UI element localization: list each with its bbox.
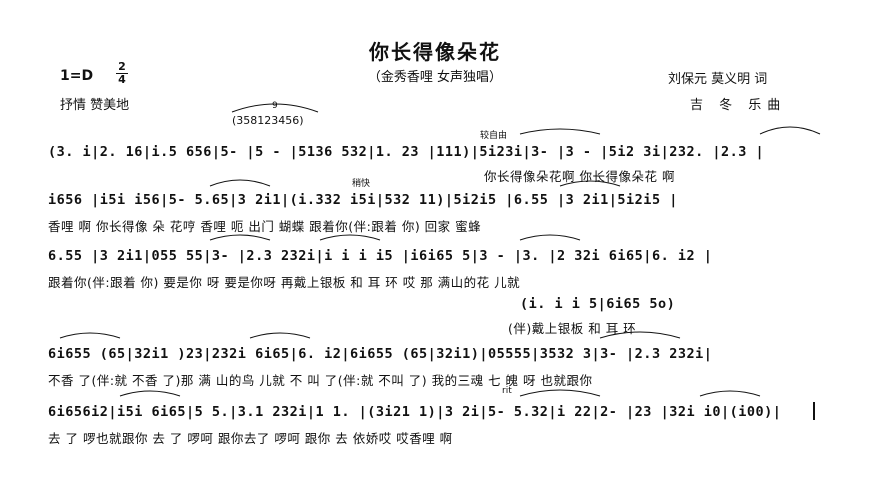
key-signature: 1=D [60, 68, 94, 84]
free-tempo-mark: 较自由 [480, 131, 508, 141]
slur-mark [519, 234, 581, 241]
inner-phrase-label: (358123456) [232, 114, 304, 127]
lyricist-credit: 刘保元 莫义明 词 [668, 72, 768, 87]
lyric-row-6: 去 了 啰也就跟你 去 了 啰呵 跟你去了 啰呵 跟你 去 依娇哎 哎香哩 啊 [48, 431, 453, 446]
tempo-marking: 抒情 赞美地 [60, 98, 130, 113]
lyric-row-5: 不香 了(伴:就 不香 了)那 满 山的鸟 儿就 不 叫 了(伴:就 不叫 了)… [48, 373, 593, 388]
lyric-row-1: 你长得像朵花啊 你长得像朵花 啊 [484, 169, 675, 184]
slur-mark [249, 332, 311, 339]
slur-mark [231, 103, 319, 113]
notation-row-5: 6i655 (65|32i1 )23|232i 6i65|6. i2|6i655… [48, 346, 713, 362]
faster-mark: 稍快 [352, 179, 371, 189]
fermata-count: 9 [272, 101, 278, 111]
slur-mark [699, 390, 761, 397]
notation-row-4: (i. i i 5|6i65 5o) [520, 296, 676, 312]
notation-row-1: (3. i|2. 16|i.5 656|5- |5 - |5136 532|1.… [48, 144, 765, 160]
composer-credit: 吉 冬 乐曲 [690, 98, 787, 113]
lyric-row-4: (伴)戴上银板 和 耳 环 [508, 321, 637, 336]
notation-row-6: 6i656i2|i5i 6i65|5 5.|3.1 232i|1 1. |(3i… [48, 404, 782, 420]
time-signature: 2 4 [116, 60, 128, 86]
slur-mark [59, 332, 121, 339]
slur-mark [209, 179, 271, 187]
meter-bar [116, 73, 128, 74]
slur-mark [559, 180, 621, 187]
lyric-row-3: 跟着你(伴:跟着 你) 要是你 呀 要是你呀 再戴上银板 和 耳 环 哎 那 满… [48, 275, 521, 290]
song-subtitle: （金秀香哩 女声独唱） [367, 70, 503, 85]
slur-mark [519, 128, 601, 135]
slur-mark [599, 331, 681, 339]
notation-row-2: i656 |i5i i56|5- 5.65|3 2i1|(i.332 i5i|5… [48, 192, 678, 208]
slur-mark [209, 234, 271, 241]
meter-numerator: 2 [118, 60, 126, 73]
rit-mark: rit [502, 386, 512, 396]
notation-row-3: 6.55 |3 2i1|055 55|3- |2.3 232i|i i i i5… [48, 248, 713, 264]
meter-denominator: 4 [118, 73, 126, 86]
slur-mark [319, 234, 381, 241]
lyric-row-2: 香哩 啊 你长得像 朵 花哼 香哩 呃 出门 蝴蝶 跟着你(伴:跟着 你) 回家… [48, 219, 482, 234]
slur-mark [759, 126, 821, 135]
slur-mark [119, 390, 181, 397]
slur-mark [519, 389, 601, 397]
song-title: 你长得像朵花 [369, 40, 501, 64]
